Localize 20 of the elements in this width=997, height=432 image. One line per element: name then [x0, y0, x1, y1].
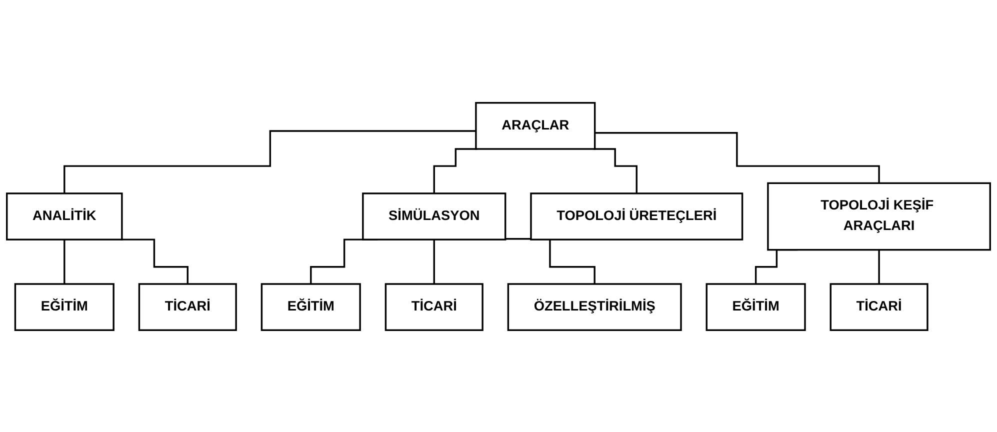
connector [594, 132, 880, 184]
connector [878, 248, 880, 284]
connector [120, 238, 188, 284]
node-box: ÖZELLEŞTİRİLMİŞ [507, 282, 682, 330]
connector [64, 130, 476, 194]
node-box: SİMÜLASYON [362, 192, 506, 240]
node-box: ARAÇLAR [475, 101, 596, 150]
node-box: EĞİTİM [706, 282, 806, 330]
connector [64, 238, 66, 284]
node-box: TİCARİ [138, 282, 237, 330]
node-box: TİCARİ [830, 282, 928, 330]
connector [594, 148, 638, 194]
connector [433, 148, 478, 194]
node-box: TOPOLOJİ KEŞİF ARAÇLARI [767, 182, 991, 250]
connector [433, 238, 435, 284]
node-box: EĞİTİM [14, 282, 114, 330]
node-box: TİCARİ [384, 282, 484, 330]
node-box: EĞİTİM [260, 282, 361, 330]
node-box: TOPOLOJİ ÜRETEÇLERİ [530, 192, 744, 240]
node-box: ANALİTİK [6, 192, 123, 240]
